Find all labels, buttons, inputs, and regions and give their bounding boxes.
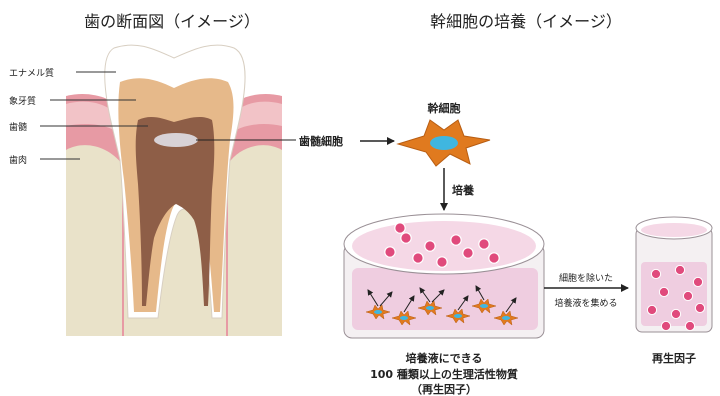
label-pulp-cells: 歯髄細胞 xyxy=(299,134,343,148)
dish-caption-line3: （再生因子） xyxy=(411,382,477,396)
cultured-cell-nucleus xyxy=(480,304,488,308)
cultured-cell-nucleus xyxy=(454,314,462,318)
factor-dot xyxy=(413,253,423,263)
factor-dot xyxy=(659,287,668,296)
factor-dot xyxy=(395,223,405,233)
label-pulp: 歯髄 xyxy=(9,121,27,133)
label-gum: 歯肉 xyxy=(9,154,27,166)
transfer-label-line2: 培養液を集める xyxy=(554,297,617,309)
jar-inner xyxy=(641,223,707,237)
bone-left xyxy=(66,145,122,336)
factor-dot xyxy=(425,241,435,251)
factor-dot xyxy=(675,265,684,274)
bone-right xyxy=(228,145,282,336)
label-enamel: エナメル質 xyxy=(9,67,54,79)
tooth-illustration xyxy=(66,45,282,336)
left-title: 歯の断面図（イメージ） xyxy=(84,12,260,31)
factor-dot xyxy=(401,233,411,243)
factor-dot xyxy=(463,248,473,258)
factor-dot xyxy=(489,253,499,263)
dish-caption-line1: 培養液にできる xyxy=(406,351,483,365)
cultured-cell-nucleus xyxy=(502,316,510,320)
cultured-cell-nucleus xyxy=(400,316,408,320)
label-dentin: 象牙質 xyxy=(9,95,36,107)
stem-cell xyxy=(398,120,490,166)
right-title: 幹細胞の培養（イメージ） xyxy=(430,12,622,31)
factor-dot xyxy=(693,277,702,286)
transfer-label-line1: 細胞を除いた xyxy=(559,272,613,284)
factor-dot xyxy=(479,239,489,249)
factor-dot xyxy=(683,291,692,300)
factor-dot xyxy=(451,235,461,245)
petri-dish xyxy=(344,214,544,338)
factor-dot xyxy=(651,269,660,278)
factor-dot xyxy=(437,257,447,267)
factor-dot xyxy=(685,321,694,330)
factor-dot xyxy=(695,303,704,312)
label-culture: 培養 xyxy=(452,183,474,197)
factor-dot xyxy=(671,309,680,318)
factor-dot xyxy=(661,321,670,330)
pulp-cell-oval xyxy=(154,133,198,147)
factor-dot xyxy=(647,305,656,314)
cultured-cell-nucleus xyxy=(426,306,434,310)
factor-dot xyxy=(385,247,395,257)
dish-caption-line2: 100 種類以上の生理活性物質 xyxy=(370,367,518,381)
factor-label: 再生因子 xyxy=(652,351,696,365)
label-stem-cell: 幹細胞 xyxy=(428,101,461,115)
stem-cell-nucleus xyxy=(430,136,458,150)
factor-jar xyxy=(636,217,712,332)
cultured-cell-nucleus xyxy=(374,310,382,314)
